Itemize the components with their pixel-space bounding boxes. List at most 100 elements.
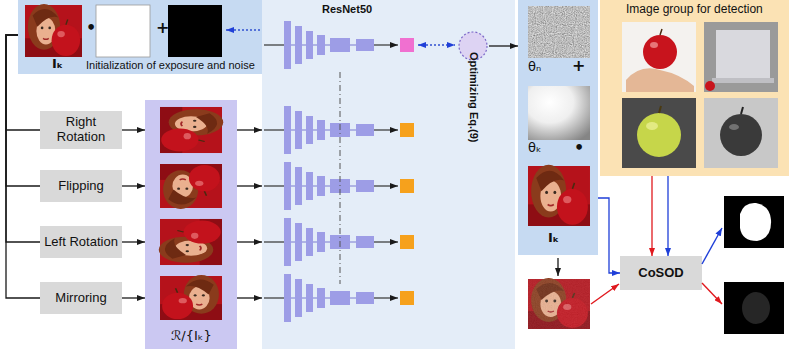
node-label: Flipping xyxy=(58,179,104,194)
node-label: θₙ xyxy=(528,60,541,75)
connector xyxy=(6,35,40,186)
operator-symbol: • xyxy=(574,140,584,156)
red-arrow xyxy=(702,283,722,304)
image-group xyxy=(716,30,770,78)
image-group xyxy=(622,98,696,168)
input-image xyxy=(25,4,82,57)
perturbed-image xyxy=(528,279,590,329)
input-image xyxy=(25,4,82,57)
node-label: Mirroring xyxy=(55,291,106,306)
augmented-images xyxy=(159,107,223,320)
image-group xyxy=(659,106,661,113)
connector xyxy=(667,176,668,256)
dotted-arrow xyxy=(226,29,262,30)
perturbed-image xyxy=(528,278,590,329)
image-group xyxy=(720,114,762,156)
connector xyxy=(489,45,518,46)
optimize-circle: Optimizing Eq.(9) xyxy=(457,30,489,180)
image-group xyxy=(646,122,658,130)
image-group xyxy=(705,81,715,91)
dotted-arrow xyxy=(418,44,455,45)
resnet-networks xyxy=(264,21,398,69)
image-group xyxy=(626,68,694,92)
cosod-box: CoSOD xyxy=(620,256,702,290)
connector xyxy=(598,198,620,273)
image-group xyxy=(622,22,696,92)
transform-box: Right Rotation xyxy=(40,111,122,149)
node-label: Initialization of exposure and noise xyxy=(86,59,255,72)
image-group xyxy=(637,113,681,157)
node-label: ResNet50 xyxy=(322,3,372,16)
output-mask xyxy=(742,292,770,324)
clean-image xyxy=(528,165,590,226)
node-label: Left Rotation xyxy=(44,235,118,250)
connector xyxy=(6,35,40,130)
node-label: CoSOD xyxy=(638,266,684,281)
augmented-images xyxy=(160,107,223,153)
output-mask xyxy=(724,196,784,248)
operator-symbol: + xyxy=(572,58,585,74)
connector xyxy=(122,129,145,130)
node-label: Iₖ xyxy=(52,57,63,72)
resnet-networks xyxy=(264,106,398,154)
connector xyxy=(237,129,262,130)
node-label: Optimizing Eq.(9) xyxy=(467,52,480,142)
perturbed-image xyxy=(528,278,590,329)
red-arrow xyxy=(591,284,619,304)
node-label: Image group for detection xyxy=(626,3,763,17)
node-label: Iₖ xyxy=(548,231,559,246)
resnet-networks xyxy=(340,72,341,284)
resnet-networks xyxy=(264,274,398,322)
down-arrow xyxy=(557,258,558,276)
resnet-networks xyxy=(400,291,414,305)
transform-box: Flipping xyxy=(40,170,122,202)
image-group xyxy=(704,22,778,92)
noise-map xyxy=(528,6,590,58)
image-group xyxy=(650,42,658,48)
image-group xyxy=(712,78,774,83)
operator-symbol: + xyxy=(156,20,169,36)
image-group xyxy=(704,98,778,168)
connector xyxy=(237,297,262,298)
output-mask xyxy=(724,282,784,334)
connector xyxy=(651,176,652,256)
augmented-images xyxy=(160,275,222,320)
resnet-networks xyxy=(400,123,414,137)
connector xyxy=(6,35,40,242)
clean-image xyxy=(528,165,590,226)
node-label: Right Rotation xyxy=(44,115,118,145)
output-mask xyxy=(740,203,771,241)
transform-box: Left Rotation xyxy=(40,226,122,258)
connector xyxy=(237,241,262,242)
augmented-images xyxy=(159,219,222,265)
blue-arrow xyxy=(702,228,722,264)
exposure-init xyxy=(96,5,150,57)
image-group xyxy=(643,35,677,69)
connector xyxy=(6,35,40,298)
connector xyxy=(122,185,145,186)
exposure-map xyxy=(528,86,590,140)
connector xyxy=(237,185,262,186)
output-mask xyxy=(724,196,784,248)
resnet-networks xyxy=(400,235,414,249)
resnet-networks xyxy=(400,38,414,52)
noise-init xyxy=(168,5,222,57)
resnet-networks xyxy=(264,218,398,266)
connector xyxy=(122,241,145,242)
image-group xyxy=(660,29,662,35)
resnet-networks xyxy=(400,179,414,193)
image-group xyxy=(741,107,743,114)
image-group xyxy=(729,124,739,130)
node-label: ℛ/{Iₖ} xyxy=(171,329,212,344)
resnet-networks xyxy=(264,162,398,210)
operator-symbol: • xyxy=(86,20,96,36)
transform-box: Mirroring xyxy=(40,282,122,314)
image-group xyxy=(622,22,778,168)
output-mask xyxy=(724,282,784,334)
node-label: θₖ xyxy=(528,141,542,156)
connector xyxy=(122,297,145,298)
resnet-networks xyxy=(264,21,414,322)
